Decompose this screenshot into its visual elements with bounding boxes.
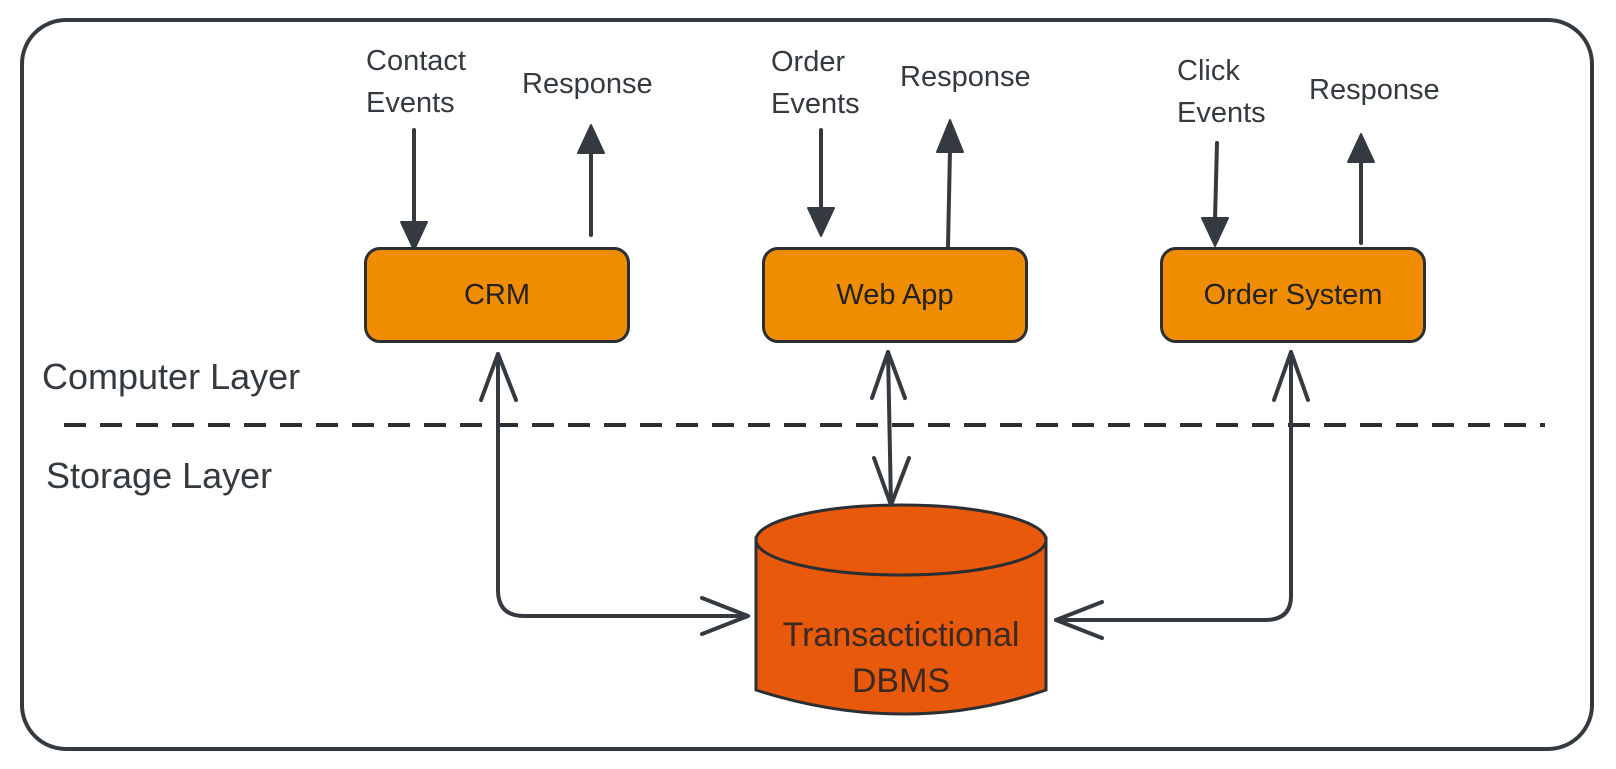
crm-connector-head-up xyxy=(479,352,518,402)
crm-connector-head-right xyxy=(700,596,750,636)
crm-label: CRM xyxy=(463,278,531,311)
webapp-output-arrow xyxy=(946,148,952,248)
storage-layer-label: Storage Layer xyxy=(46,455,273,496)
order-db-connector xyxy=(1054,350,1293,622)
webapp-output-label: Response xyxy=(900,61,1031,93)
webapp-db-connector xyxy=(886,350,893,507)
order-output-arrowhead xyxy=(1347,133,1375,163)
order-input-arrowhead xyxy=(1201,217,1229,247)
order-system-box[interactable]: Order System xyxy=(1160,247,1426,343)
crm-output-label: Response xyxy=(522,68,653,100)
webapp-input-arrowhead xyxy=(807,207,835,237)
webapp-connector-head-down xyxy=(872,456,911,507)
order-output-label: Response xyxy=(1309,74,1440,106)
webapp-box[interactable]: Web App xyxy=(762,247,1028,343)
database-label-line-2: DBMS xyxy=(851,662,951,700)
database-cylinder xyxy=(754,503,1048,716)
webapp-output-arrowhead xyxy=(936,119,964,153)
compute-layer-label: Computer Layer xyxy=(42,356,301,397)
crm-box[interactable]: CRM xyxy=(364,247,630,343)
crm-db-connector xyxy=(496,352,750,618)
order-connector-head-up xyxy=(1272,350,1310,402)
webapp-label: Web App xyxy=(836,278,954,311)
crm-input-arrowhead xyxy=(400,221,428,251)
webapp-connector-head-up xyxy=(870,350,907,400)
database-label-line-1: Transactictional xyxy=(782,616,1020,654)
order-input-arrow xyxy=(1213,141,1219,222)
order-connector-head-left xyxy=(1054,600,1104,640)
crm-output-arrowhead xyxy=(577,124,605,154)
diagram-frame xyxy=(20,18,1594,751)
database-label[interactable]: Transactictional DBMS xyxy=(756,612,1046,704)
order-system-label: Order System xyxy=(1203,278,1383,311)
